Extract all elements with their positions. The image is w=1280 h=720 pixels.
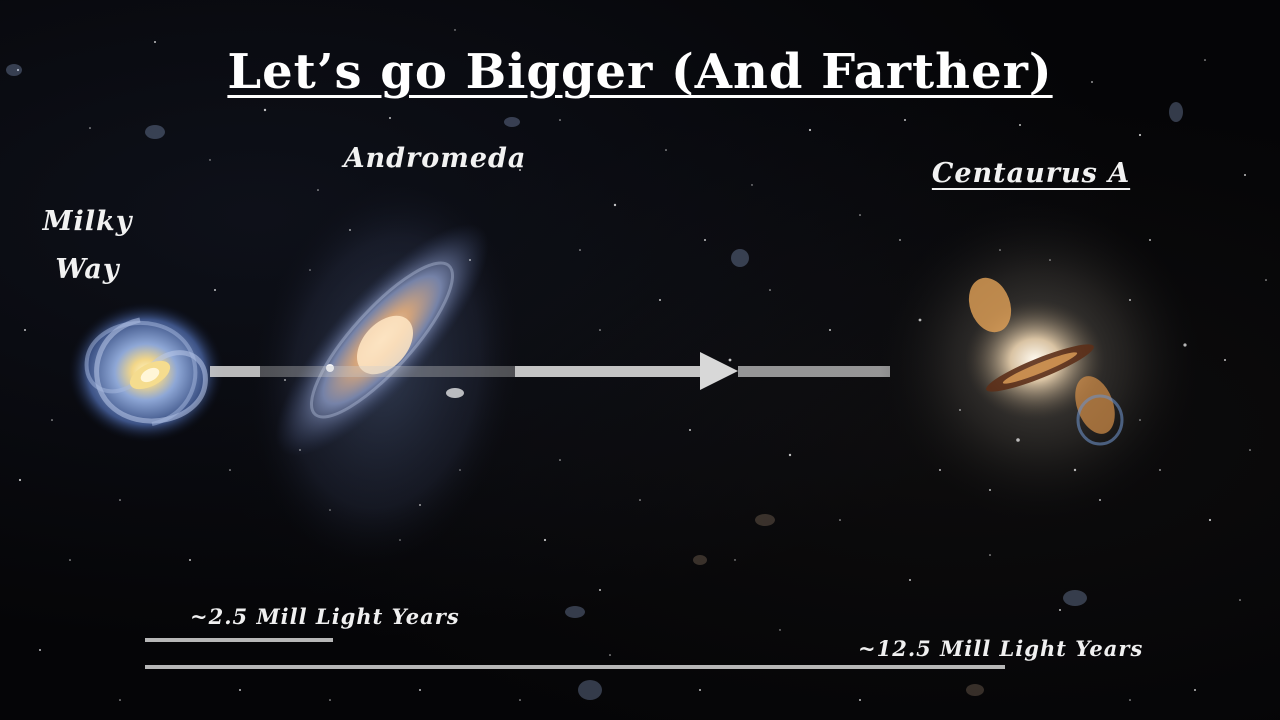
andromeda-galaxy-image	[251, 179, 521, 567]
centaurus-a-distance-scale-bar	[145, 665, 1005, 669]
andromeda-distance-label: ~2.5 Mill Light Years	[190, 604, 460, 629]
slide-title: Let’s go Bigger (And Farther)	[227, 44, 1053, 100]
andromeda-distance-scale-bar	[145, 638, 333, 642]
centaurus-a-label: Centaurus A	[931, 158, 1131, 189]
right-arrow-icon	[210, 352, 890, 390]
andromeda-label: Andromeda	[343, 143, 527, 174]
milky-way-label-line1: Milky	[42, 206, 133, 237]
milky-way-label: Milky Way	[30, 198, 145, 294]
milky-way-label-line2: Way	[55, 254, 120, 285]
spiral-galaxy-image	[68, 302, 224, 442]
centaurus-a-galaxy-image	[880, 200, 1200, 520]
centaurus-a-distance-label: ~12.5 Mill Light Years	[858, 636, 1144, 661]
